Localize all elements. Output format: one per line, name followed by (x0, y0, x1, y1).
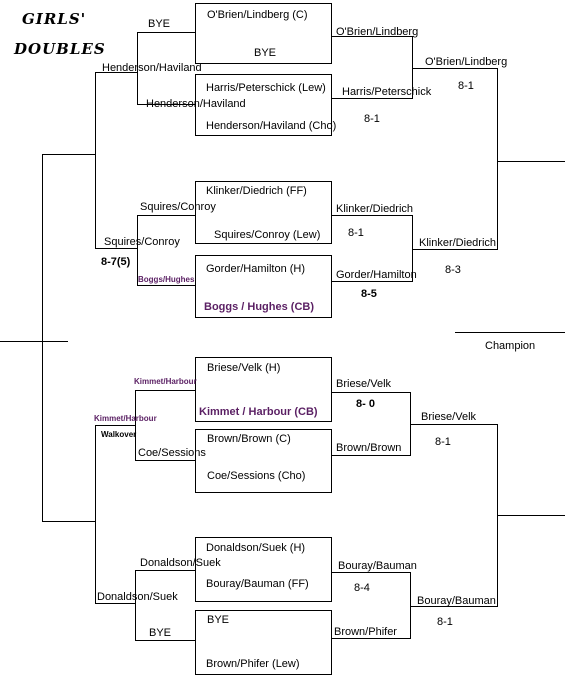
left-q3-bottom: Coe/Sessions (138, 447, 206, 459)
match-box-2 (195, 74, 332, 136)
r1-m1-top: O'Brien/Lindberg (C) (207, 9, 308, 21)
r1-m1-bottom: BYE (254, 47, 277, 59)
match-box-7 (195, 537, 332, 602)
left-q2-bottom: Boggs/Hughes (138, 275, 195, 284)
r1-m5-bottom: Kimmet / Harbour (CB) (199, 406, 318, 418)
match-box-6 (195, 429, 332, 493)
r3-b-name: Klinker/Diedrich (419, 237, 497, 249)
left-q1-bottom: Henderson/Haviland (146, 98, 246, 110)
r1-m6-bottom: Coe/Sessions (Cho) (207, 470, 306, 482)
r3-d-score: 8-1 (437, 616, 453, 628)
r2-b-top: Klinker/Diedrich (336, 203, 414, 215)
r1-m6-top: Brown/Brown (C) (207, 433, 291, 445)
r1-m2-bottom: Henderson/Haviland (Cho) (206, 120, 337, 132)
match-box-8 (195, 610, 332, 675)
r2-d-score: 8-4 (354, 582, 370, 594)
r1-m7-top: Donaldson/Suek (H) (206, 542, 306, 554)
r3-a-score: 8-1 (458, 80, 474, 92)
r2-d-bottom: Brown/Phifer (334, 626, 397, 638)
r2-b-score-bottom: 8-5 (361, 288, 377, 300)
r1-m5-top: Briese/Velk (H) (207, 362, 281, 374)
champion-label: Champion (485, 340, 536, 352)
left-q1-winner: Henderson/Haviland (102, 62, 202, 74)
r1-m3-top: Klinker/Diedrich (FF) (206, 185, 307, 197)
r1-m4-top: Gorder/Hamilton (H) (206, 263, 306, 275)
left-q4-winner: Donaldson/Suek (97, 591, 178, 603)
r2-c-top: Briese/Velk (336, 378, 392, 390)
r2-a-bottom: Harris/Peterschick (342, 86, 432, 98)
title-line-1: GIRLS' (22, 10, 87, 28)
r1-m4-bottom: Boggs / Hughes (CB) (204, 301, 314, 313)
left-q3-winner: Kimmet/Harbour (94, 414, 157, 423)
r3-b-score: 8-3 (445, 264, 461, 276)
r3-c-name: Briese/Velk (421, 411, 477, 423)
left-q4-bottom: BYE (149, 627, 172, 639)
left-q3-top: Kimmet/Harbour (134, 377, 197, 386)
r1-m8-bottom: Brown/Phifer (Lew) (206, 658, 300, 670)
left-q4-top: Donaldson/Suek (140, 557, 221, 569)
r3-d-name: Bouray/Bauman (417, 595, 496, 607)
r2-c-bottom: Brown/Brown (336, 442, 402, 454)
r2-b-score-top: 8-1 (348, 227, 364, 239)
match-box-1 (195, 3, 332, 64)
r2-c-score: 8- 0 (356, 398, 375, 410)
match-box-4 (195, 255, 332, 318)
r2-a-score: 8-1 (364, 113, 380, 125)
r2-d-top: Bouray/Bauman (338, 560, 417, 572)
left-q3-note: Walkover (101, 430, 137, 439)
r2-b-bottom: Gorder/Hamilton (336, 269, 417, 281)
left-q1-top: BYE (148, 18, 171, 30)
left-q2-score: 8-7(5) (101, 256, 131, 268)
r3-a-name: O'Brien/Lindberg (425, 56, 508, 68)
r1-m3-bottom: Squires/Conroy (Lew) (214, 229, 321, 241)
left-q2-winner: Squires/Conroy (104, 236, 180, 248)
r2-a-top: O'Brien/Lindberg (336, 26, 419, 38)
r1-m8-top: BYE (207, 614, 230, 626)
title-line-2: DOUBLES (14, 40, 106, 58)
r1-m7-bottom: Bouray/Bauman (FF) (206, 578, 309, 590)
match-box-5 (195, 357, 332, 422)
r1-m2-top: Harris/Peterschick (Lew) (206, 82, 326, 94)
r3-c-score: 8-1 (435, 436, 451, 448)
match-box-3 (195, 181, 332, 244)
left-q2-top: Squires/Conroy (140, 201, 216, 213)
